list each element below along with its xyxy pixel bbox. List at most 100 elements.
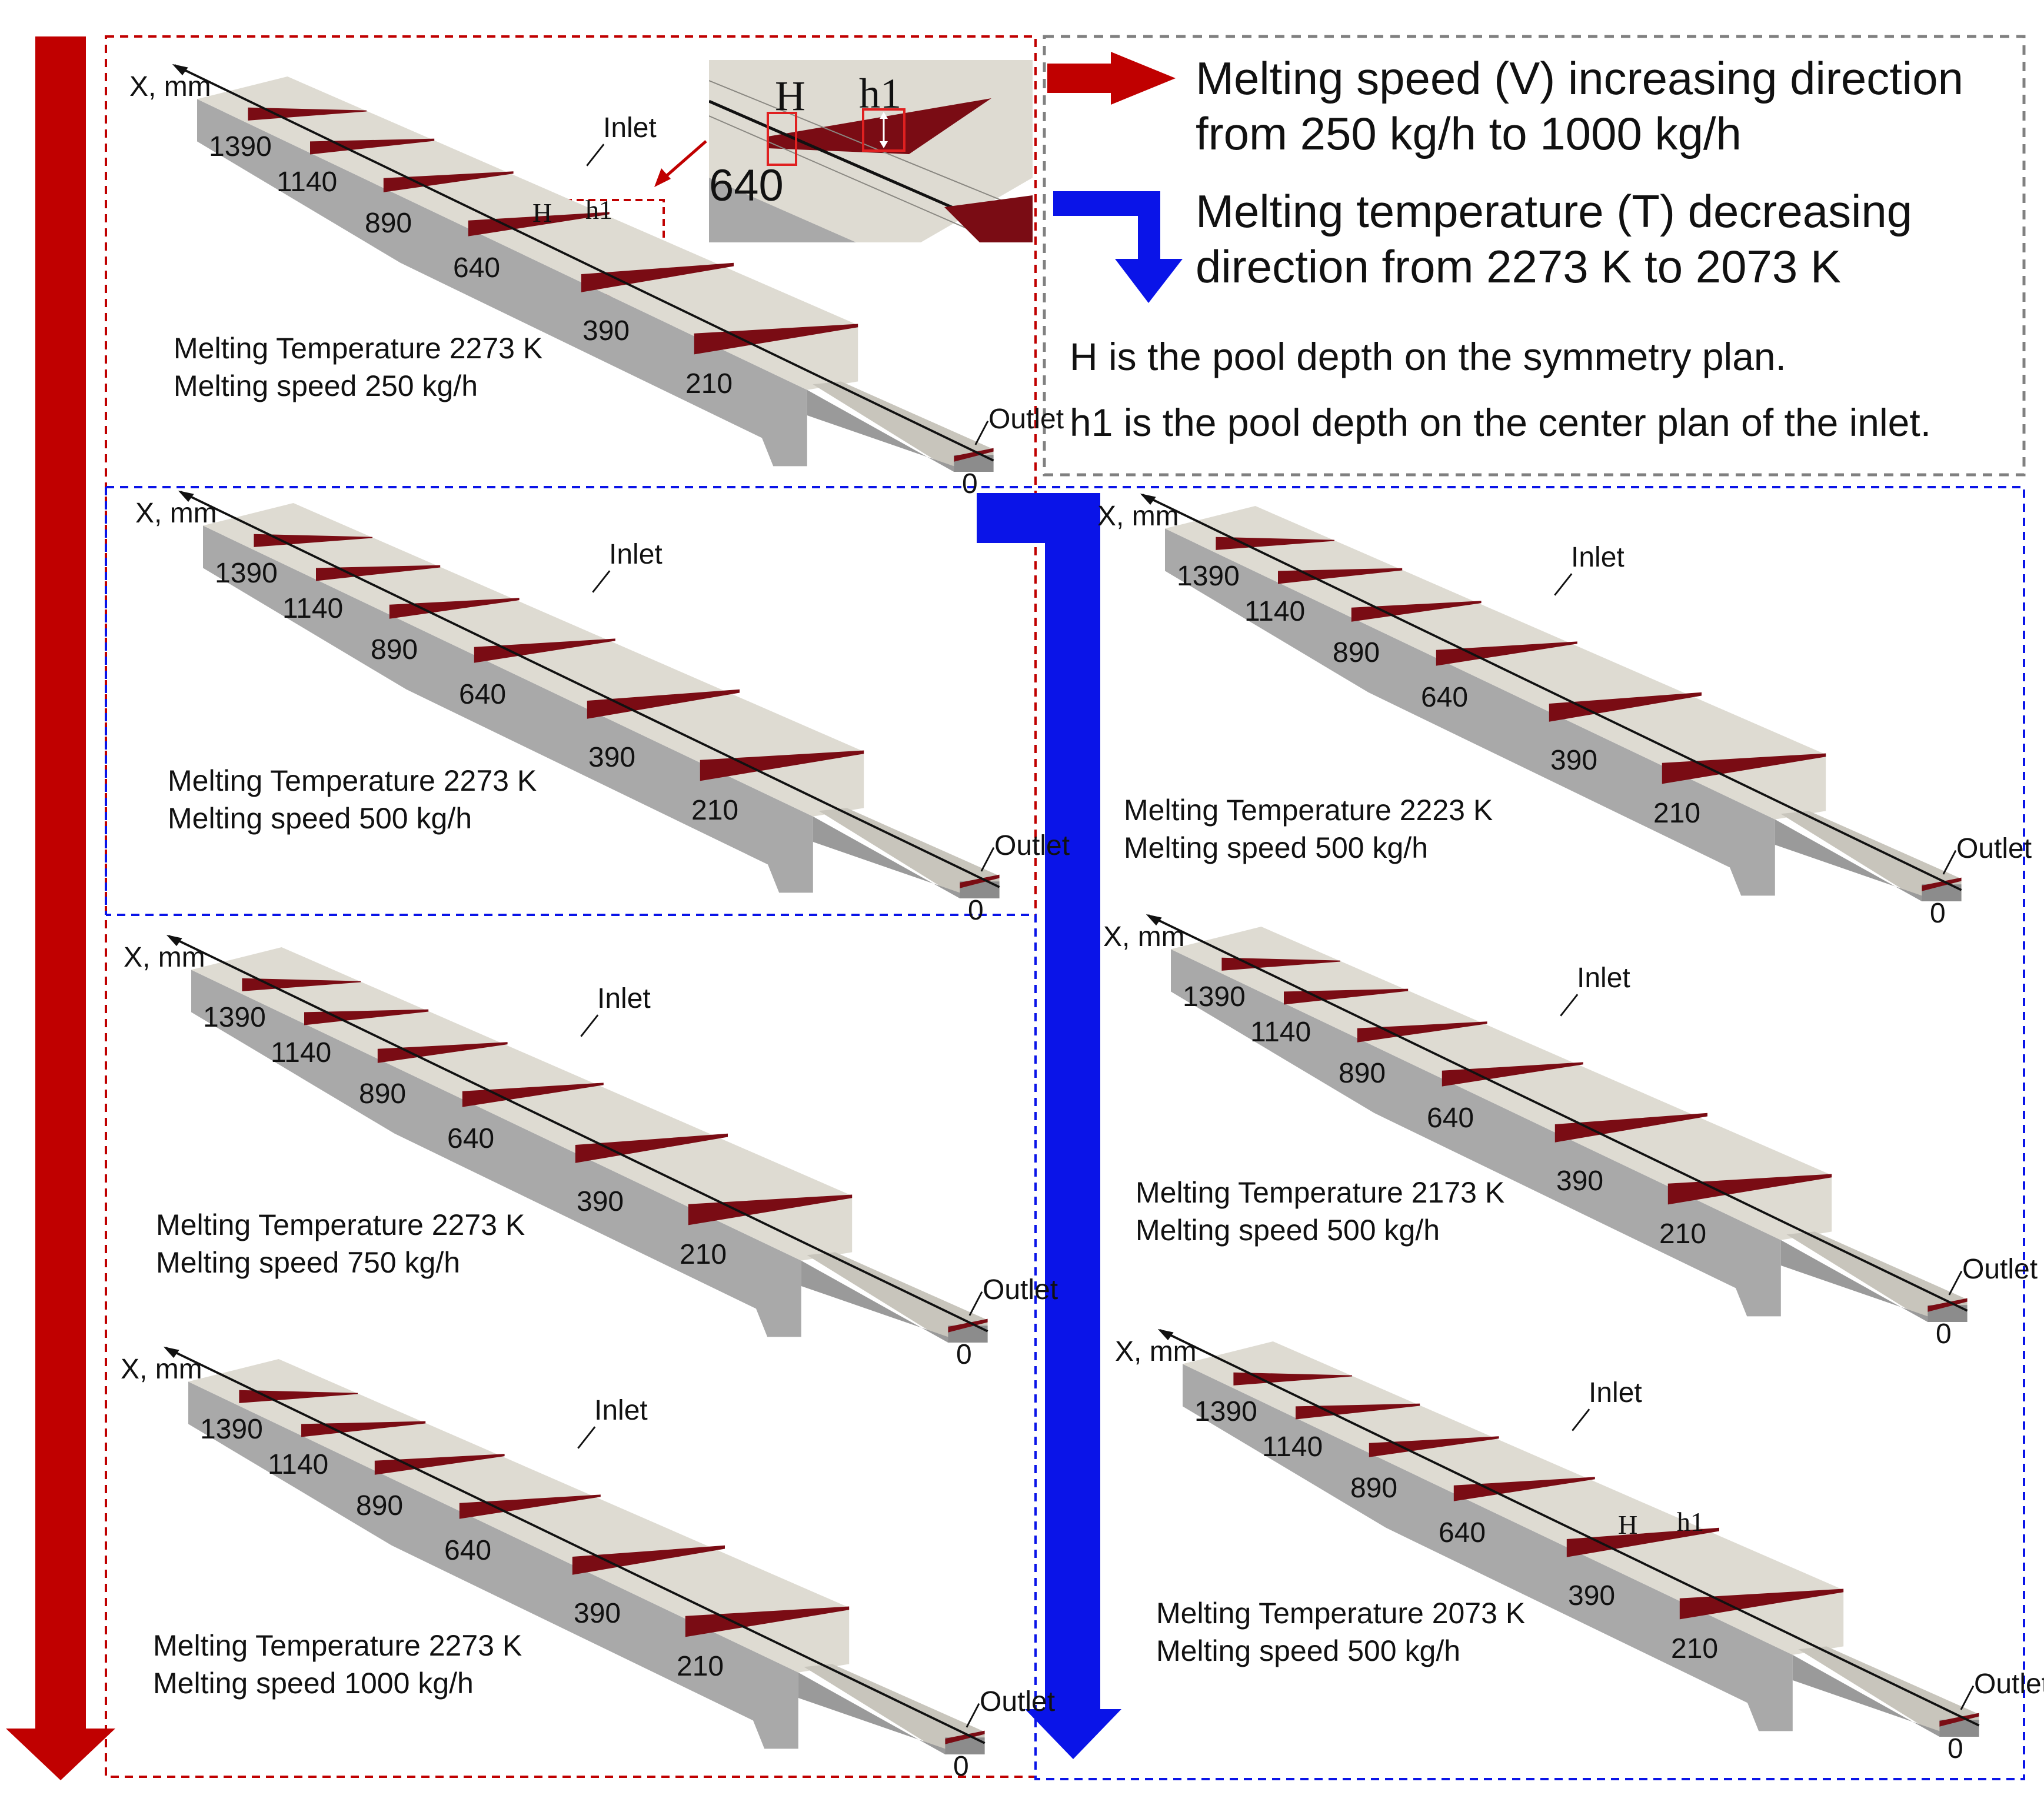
caption-speed: Melting speed 250 kg/h	[174, 369, 478, 402]
pool-section-1390	[1233, 1372, 1352, 1386]
outlet-label: Outlet	[983, 1274, 1058, 1306]
outlet-pointer	[1942, 850, 1957, 875]
tick-390: 390	[574, 1598, 621, 1629]
x-axis-arrowhead	[166, 934, 182, 947]
tick-1140: 1140	[1250, 1017, 1311, 1048]
x-axis-line	[168, 935, 988, 1333]
outlet-label: Outlet	[994, 830, 1070, 861]
outlet-channel-side	[801, 1260, 948, 1343]
x-axis-arrowhead	[163, 1346, 179, 1358]
inlet-label: Inlet	[1589, 1377, 1642, 1408]
tick-0: 0	[1930, 898, 1946, 929]
tick-890: 890	[356, 1490, 404, 1521]
temperature-series-frame	[106, 486, 2025, 1780]
pool-section-890	[383, 171, 514, 192]
tick-640: 640	[1439, 1517, 1486, 1548]
x-axis-label: X, mm	[1103, 921, 1185, 953]
x-axis-label: X, mm	[1115, 1336, 1197, 1367]
pool-section-1140	[301, 1421, 426, 1437]
pool-section-640	[459, 1494, 601, 1519]
x-axis-arrowhead	[1146, 914, 1162, 926]
pool-section-1390	[248, 107, 367, 121]
tick-390: 390	[1550, 745, 1598, 776]
x-axis-label: X, mm	[135, 498, 217, 529]
x-axis-label: X, mm	[129, 71, 211, 102]
inlet-pointer	[577, 1426, 596, 1449]
tick-890: 890	[1333, 637, 1380, 668]
tick-390: 390	[582, 315, 630, 347]
inset-tick-640: 640	[709, 161, 784, 211]
inlet-label: Inlet	[1577, 963, 1630, 994]
tick-390: 390	[577, 1186, 624, 1217]
tick-210: 210	[685, 368, 733, 399]
tick-390: 390	[1556, 1165, 1604, 1197]
tick-890: 890	[371, 634, 418, 665]
note-H-definition: H is the pool depth on the symmetry plan…	[1070, 335, 1786, 378]
tick-890: 890	[1339, 1058, 1386, 1089]
pool-section-640	[1442, 1062, 1583, 1087]
pool-section-0	[1928, 1298, 1968, 1312]
trough-graphic	[1140, 493, 1962, 901]
caption-temperature: Melting Temperature 2273 K	[174, 332, 543, 365]
outlet-channel	[807, 1252, 988, 1343]
pool-section-890	[389, 598, 520, 619]
caption-speed: Melting speed 500 kg/h	[1156, 1634, 1461, 1667]
caption-speed: Melting speed 500 kg/h	[168, 802, 472, 835]
outlet-channel	[818, 808, 1000, 898]
pool-section-210	[685, 1606, 850, 1637]
outlet-channel	[1786, 1231, 1968, 1322]
tick-1390: 1390	[200, 1414, 263, 1445]
pool-section-390	[572, 1545, 725, 1575]
legend-temperature-line-2: direction from 2273 K to 2073 K	[1196, 241, 1841, 292]
speed-direction-arrow	[6, 36, 115, 1780]
tick-0: 0	[1948, 1733, 1963, 1764]
outlet-pointer	[1948, 1270, 1963, 1296]
pool-section-0	[1922, 877, 1962, 891]
inlet-label: Inlet	[603, 112, 657, 144]
pool-section-210	[1662, 753, 1826, 784]
trough-side-face	[191, 970, 801, 1337]
x-axis-line	[165, 1347, 986, 1744]
pool-section-890	[1351, 601, 1482, 622]
pool-section-390	[1566, 1527, 1719, 1557]
pool-section-390	[575, 1133, 728, 1163]
pool-section-210	[700, 750, 864, 781]
tick-0: 0	[1936, 1318, 1952, 1350]
pool-section-210	[688, 1194, 853, 1225]
tick-210: 210	[677, 1651, 724, 1682]
outlet-label: Outlet	[1974, 1669, 2044, 1700]
zoom-pointer-arrow	[654, 140, 707, 187]
legend-temperature-line-1: Melting temperature (T) decreasing	[1196, 185, 1913, 237]
trough-side-face	[203, 525, 813, 893]
legend-temperature-arrow	[1053, 191, 1183, 303]
outlet-pointer	[980, 847, 995, 872]
pool-section-1140	[1278, 568, 1403, 584]
outlet-label: Outlet	[988, 404, 1064, 435]
caption-speed: Melting speed 500 kg/h	[1124, 831, 1429, 864]
x-axis-label: X, mm	[124, 942, 205, 973]
speed-series-frame	[105, 35, 1037, 1778]
pool-section-210	[694, 324, 858, 355]
pool-section-0	[948, 1318, 988, 1333]
outlet-label: Outlet	[1962, 1254, 2038, 1285]
outlet-pointer	[1960, 1685, 1975, 1710]
pool-section-390	[581, 262, 734, 292]
panel-H-label: H	[532, 198, 552, 228]
tick-890: 890	[359, 1078, 407, 1110]
outlet-label: Outlet	[980, 1686, 1056, 1717]
panel-h1-label: h1	[1677, 1507, 1704, 1537]
x-axis-arrowhead	[1157, 1328, 1174, 1341]
caption-temperature: Melting Temperature 2223 K	[1124, 794, 1493, 827]
pool-section-1390	[239, 1390, 358, 1403]
temperature-direction-arrow	[977, 493, 1121, 1759]
caption-temperature: Melting Temperature 2073 K	[1156, 1597, 1526, 1630]
outlet-channel	[804, 1664, 985, 1754]
tick-210: 210	[1659, 1218, 1707, 1250]
x-axis-label: X, mm	[121, 1354, 202, 1385]
inlet-label: Inlet	[597, 983, 651, 1014]
x-axis-line	[1159, 1329, 1980, 1727]
caption-speed: Melting speed 500 kg/h	[1136, 1214, 1440, 1247]
tick-890: 890	[365, 208, 412, 239]
pool-section-0	[945, 1730, 985, 1744]
